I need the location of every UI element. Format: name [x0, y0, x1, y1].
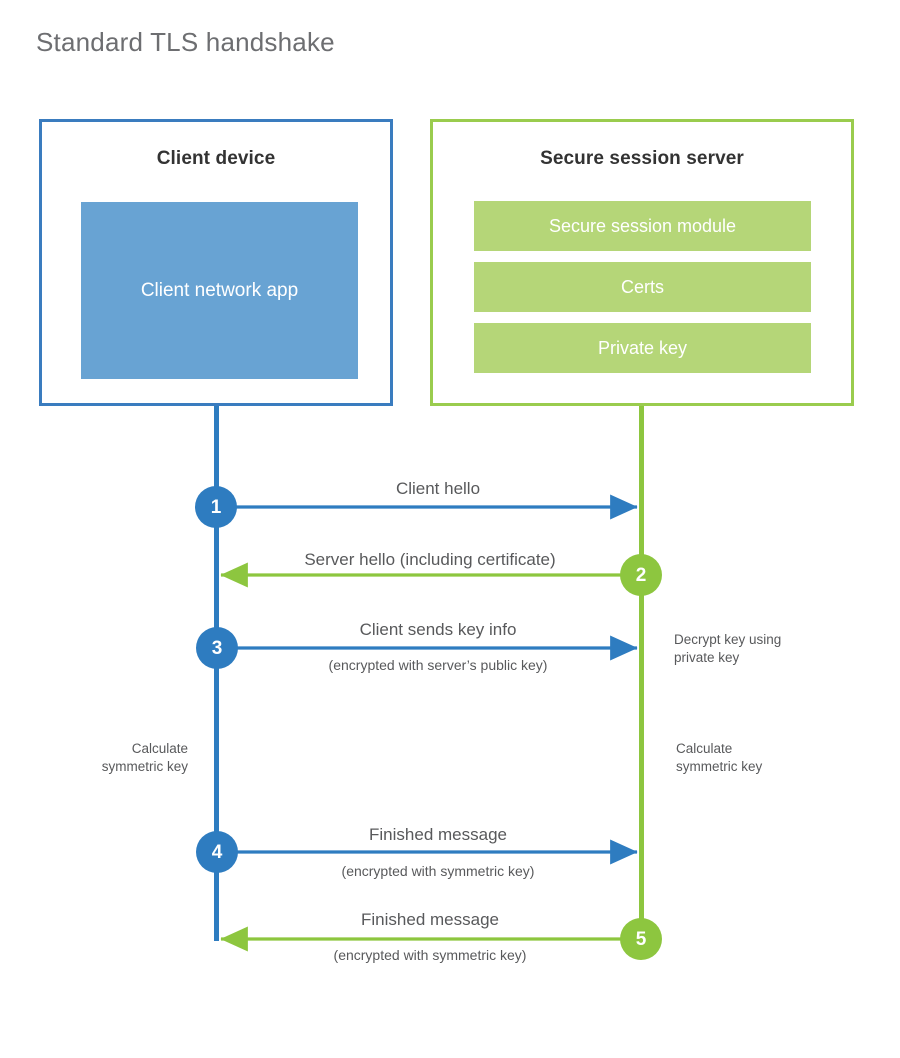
step-sublabel-5: (encrypted with symmetric key) — [333, 947, 527, 963]
step-marker-5[interactable]: 5 — [620, 918, 662, 960]
server-component-stack: Secure session module Certs Private key — [474, 201, 811, 373]
step-label-2: Server hello (including certificate) — [304, 550, 556, 569]
step-marker-3[interactable]: 3 — [196, 627, 238, 669]
step-label-1: Client hello — [395, 479, 481, 498]
secure-session-server-title: Secure session server — [540, 148, 744, 169]
step-sublabel-4: (encrypted with symmetric key) — [341, 863, 535, 879]
annotation-server-calc-line2: symmetric key — [676, 759, 763, 775]
server-component-certs: Certs — [474, 262, 811, 312]
annotation-decrypt-key: Decrypt key using private key — [674, 631, 864, 667]
server-component-private-key: Private key — [474, 323, 811, 373]
step-label-5: Finished message — [361, 910, 499, 929]
annotation-server-calculate-symmetric-key: Calculate symmetric key — [676, 740, 866, 776]
client-network-app-block: Client network app — [81, 202, 358, 379]
annotation-client-calc-line2: symmetric key — [101, 759, 188, 775]
server-component-secure-session-module: Secure session module — [474, 201, 811, 251]
annotation-server-calc-line1: Calculate — [676, 741, 733, 756]
client-device-box: Client device Client network app — [39, 119, 393, 406]
annotation-decrypt-key-line1: Decrypt key using — [674, 632, 782, 647]
step-label-4: Finished message — [369, 825, 507, 844]
step-label-3: Client sends key info — [359, 620, 517, 639]
step-marker-2[interactable]: 2 — [620, 554, 662, 596]
step-marker-4[interactable]: 4 — [196, 831, 238, 873]
annotation-client-calculate-symmetric-key: Calculate symmetric key — [10, 740, 188, 776]
step-sublabel-3: (encrypted with server’s public key) — [328, 657, 548, 673]
annotation-decrypt-key-line2: private key — [674, 650, 740, 666]
secure-session-server-box: Secure session server Secure session mod… — [430, 119, 854, 406]
annotation-client-calc-line1: Calculate — [131, 741, 188, 756]
client-device-title: Client device — [156, 148, 276, 169]
step-marker-1[interactable]: 1 — [195, 486, 237, 528]
page-title: Standard TLS handshake — [36, 27, 335, 57]
